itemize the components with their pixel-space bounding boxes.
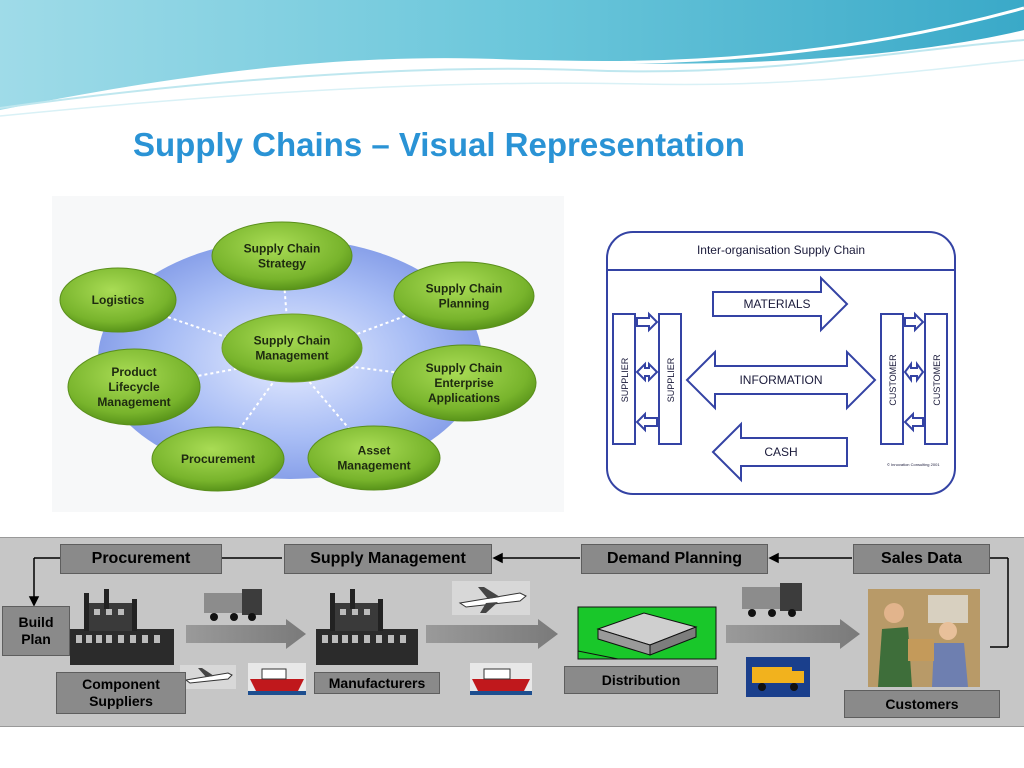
ship-icon: [470, 663, 532, 695]
hub-node-label: Management: [97, 395, 170, 409]
hub-node-label: Logistics: [92, 293, 145, 307]
bus-icon: [746, 657, 810, 697]
header-wave-decoration: [0, 0, 1024, 117]
process-flow-graphics: [28, 552, 1009, 697]
factory-icon: [70, 589, 174, 665]
hub-node-bubble: [151, 426, 285, 492]
hub-node-bubble: [221, 313, 363, 383]
copyright-note: © Innovation Consulting 2001: [887, 462, 940, 467]
hub-node-bubble: [393, 261, 535, 331]
hub-node-label: Asset: [358, 444, 391, 458]
hub-node-bubble: [211, 221, 353, 291]
inter-organisation-diagram: Inter-organisation Supply Chain MATERIAL…: [606, 231, 956, 495]
component-suppliers-box: Component Suppliers: [56, 672, 186, 714]
airplane-icon: [452, 581, 530, 615]
flow-information: INFORMATION: [739, 373, 822, 387]
hub-node-procurement: Procurement: [151, 426, 285, 492]
truck-icon: [742, 583, 802, 617]
hub-node-bubble: [59, 267, 177, 333]
hub-node-label: Supply Chain: [254, 334, 331, 348]
distribution-box: Distribution: [564, 666, 718, 694]
hub-node-label: Management: [337, 459, 410, 473]
supply-management-box: Supply Management: [284, 544, 492, 574]
hub-node-label: Supply Chain: [426, 282, 503, 296]
build-plan-line-1: Build: [18, 614, 54, 631]
hub-node-label: Management: [255, 349, 328, 363]
hub-node-label: Strategy: [258, 257, 306, 271]
manufacturers-box: Manufacturers: [314, 672, 440, 694]
hub-node-label: Enterprise: [434, 376, 494, 390]
hub-node-label: Procurement: [181, 452, 255, 466]
supplier-label-1: SUPPLIER: [620, 357, 630, 402]
customer-label-1: CUSTOMER: [888, 354, 898, 406]
build-plan-box: Build Plan: [2, 606, 70, 656]
inter-org-title: Inter-organisation Supply Chain: [697, 243, 865, 257]
hub-node-label: Supply Chain: [244, 242, 321, 256]
customers-photo-icon: [868, 589, 980, 687]
hub-node-bubble: [307, 425, 441, 491]
airplane-icon: [180, 665, 236, 689]
truck-icon: [204, 589, 262, 621]
hub-node-label: Planning: [439, 297, 490, 311]
hub-node-bubble: [67, 348, 201, 426]
component-suppliers-line-2: Suppliers: [89, 693, 153, 709]
flow-cash: CASH: [764, 445, 797, 459]
hub-node-label: Product: [111, 365, 156, 379]
factory-icon: [316, 589, 418, 665]
hub-node-label: Lifecycle: [108, 380, 160, 394]
procurement-box: Procurement: [60, 544, 222, 574]
slide-title: Supply Chains – Visual Representation: [133, 126, 745, 163]
component-suppliers-line-1: Component: [82, 676, 160, 693]
hub-node-label: Supply Chain: [426, 361, 503, 375]
sales-data-box: Sales Data: [853, 544, 990, 574]
warehouse-icon: [577, 606, 717, 660]
flow-materials: MATERIALS: [743, 297, 810, 311]
customers-box: Customers: [844, 690, 1000, 718]
demand-planning-box: Demand Planning: [581, 544, 768, 574]
build-plan-line-2: Plan: [21, 631, 51, 647]
hub-node-label: Applications: [428, 391, 500, 405]
flow-arrows: [186, 619, 860, 649]
ship-icon: [248, 663, 306, 695]
hub-node-bubble: [391, 344, 537, 422]
supplier-label-2: SUPPLIER: [666, 357, 676, 402]
customer-label-2: CUSTOMER: [932, 354, 942, 406]
hub-node-logistics: Logistics: [59, 267, 177, 333]
